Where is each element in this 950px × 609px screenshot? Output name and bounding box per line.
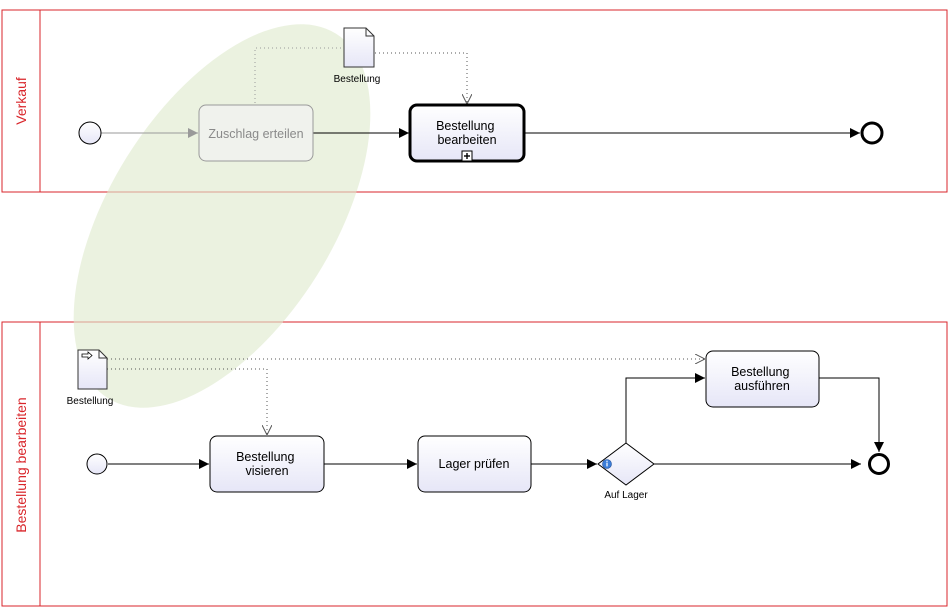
pool-verkauf-label: Verkauf — [13, 77, 29, 125]
task-visieren-line1: Bestellung — [236, 450, 294, 464]
svg-text:Bestellung ausführen: Bestellung ausführen — [731, 365, 793, 393]
data-object-bestellung-top[interactable]: Bestellung — [334, 27, 381, 85]
task-ausfuehren-line2: ausführen — [734, 379, 790, 393]
data-associations-verkauf — [254, 47, 467, 104]
gateway-auf-lager[interactable]: Auf Lager — [597, 442, 655, 501]
end-event-sub[interactable] — [868, 453, 890, 475]
input-arrow-icon — [81, 351, 93, 360]
end-event[interactable] — [860, 121, 884, 145]
task-lager-pruefen[interactable]: Lager prüfen — [417, 435, 532, 493]
subprocess-label-line2: bearbeiten — [437, 133, 496, 147]
start-event-sub[interactable] — [86, 453, 108, 475]
subprocess-bestellung-bearbeiten[interactable]: Bestellung bearbeiten — [408, 103, 526, 163]
sequence-flows-bestellung — [108, 373, 884, 469]
gateway-auf-lager-label: Auf Lager — [604, 490, 648, 501]
task-zuschlag-erteilen[interactable]: Zuschlag erteilen — [198, 104, 314, 162]
svg-text:Bestellung bearbeiten: Bestellung bearbeiten — [436, 119, 498, 147]
subprocess-label-line1: Bestellung — [436, 119, 494, 133]
task-lager-pruefen-label: Lager prüfen — [439, 457, 510, 471]
data-object-bestellung-input[interactable]: Bestellung — [67, 349, 114, 407]
expand-marker-icon[interactable] — [461, 150, 473, 162]
data-object-bestellung-top-label: Bestellung — [334, 74, 381, 85]
task-visieren-line2: visieren — [245, 464, 288, 478]
start-event[interactable] — [78, 121, 102, 145]
task-zuschlag-erteilen-label: Zuschlag erteilen — [208, 127, 303, 141]
info-icon — [602, 459, 612, 469]
data-object-bestellung-input-label: Bestellung — [67, 396, 114, 407]
task-bestellung-visieren[interactable]: Bestellung visieren — [209, 435, 325, 493]
pool-bestellung-bearbeiten-label: Bestellung bearbeiten — [13, 397, 29, 532]
task-bestellung-ausfuehren[interactable]: Bestellung ausführen — [705, 350, 820, 408]
data-associations-bestellung — [107, 359, 705, 435]
svg-text:Bestellung visieren: Bestellung visieren — [236, 450, 298, 478]
task-ausfuehren-line1: Bestellung — [731, 365, 789, 379]
